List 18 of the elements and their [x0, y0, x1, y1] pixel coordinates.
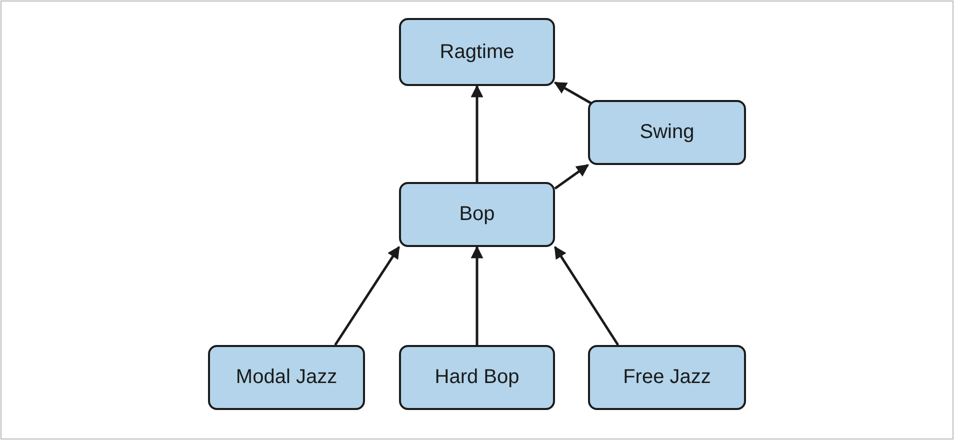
genre-label: Bop — [459, 203, 495, 226]
arrow — [554, 82, 592, 104]
genre-box — [399, 18, 555, 86]
genre-box — [208, 345, 365, 410]
arrow — [470, 246, 484, 345]
genre-label: Ragtime — [440, 40, 514, 64]
arrow — [334, 246, 400, 346]
genre-label: Modal Jazz — [236, 366, 338, 389]
genre-box — [399, 345, 555, 410]
genre-box — [588, 345, 746, 410]
genre-label: Free Jazz — [623, 366, 711, 389]
genre-label: Swing — [640, 121, 694, 144]
genre-box — [399, 182, 555, 247]
genre-label: Hard Bop — [434, 366, 520, 389]
genre-box — [588, 100, 746, 165]
arrow — [554, 164, 590, 190]
arrow — [470, 84, 484, 182]
arrow — [554, 246, 620, 346]
